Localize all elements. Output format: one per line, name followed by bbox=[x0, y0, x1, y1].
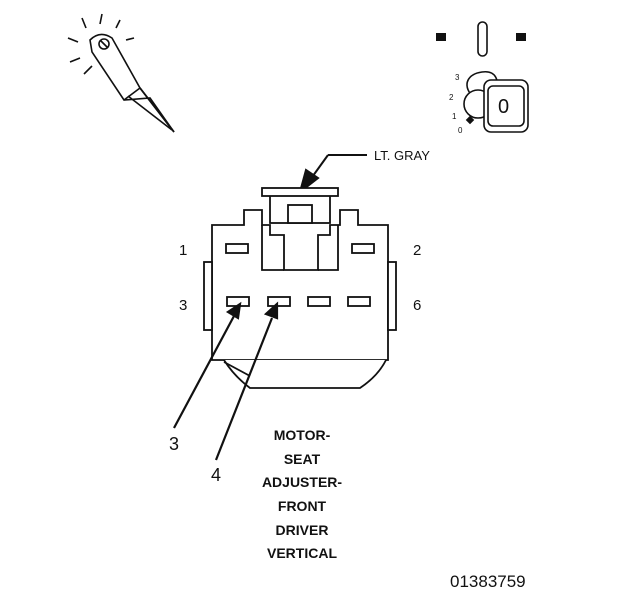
wire-color-leader bbox=[298, 154, 367, 195]
key-label: 0 bbox=[498, 96, 509, 118]
cavity-label-1: 1 bbox=[179, 242, 187, 259]
caption-line-4: FRONT bbox=[278, 498, 327, 514]
caption-line-5: DRIVER bbox=[276, 522, 329, 538]
caption-line-1: MOTOR- bbox=[274, 427, 331, 443]
key-position-1: 1 bbox=[452, 112, 457, 121]
wire-color-label: LT. GRAY bbox=[374, 148, 430, 163]
key-position-2: 2 bbox=[449, 93, 454, 102]
caption-line-3: ADJUSTER- bbox=[262, 474, 342, 490]
ignition-key-icon: 0 bbox=[436, 21, 529, 133]
key-position-0: 0 bbox=[458, 126, 463, 135]
caption-line-6: VERTICAL bbox=[267, 545, 337, 561]
cavity-label-3: 3 bbox=[179, 297, 187, 314]
key-position-3: 3 bbox=[455, 73, 460, 82]
test-light-probe-icon bbox=[67, 13, 175, 133]
callout-arrows bbox=[173, 301, 279, 461]
caption-line-2: SEAT bbox=[284, 451, 321, 467]
figure-number: 01383759 bbox=[450, 572, 526, 591]
callout-3: 3 bbox=[169, 434, 179, 454]
connector-body bbox=[203, 187, 397, 389]
cavity-label-2: 2 bbox=[413, 242, 421, 259]
connector-caption: MOTOR- SEAT ADJUSTER- FRONT DRIVER VERTI… bbox=[262, 427, 342, 561]
cavity-label-6: 6 bbox=[413, 297, 421, 314]
callout-4: 4 bbox=[211, 465, 221, 485]
